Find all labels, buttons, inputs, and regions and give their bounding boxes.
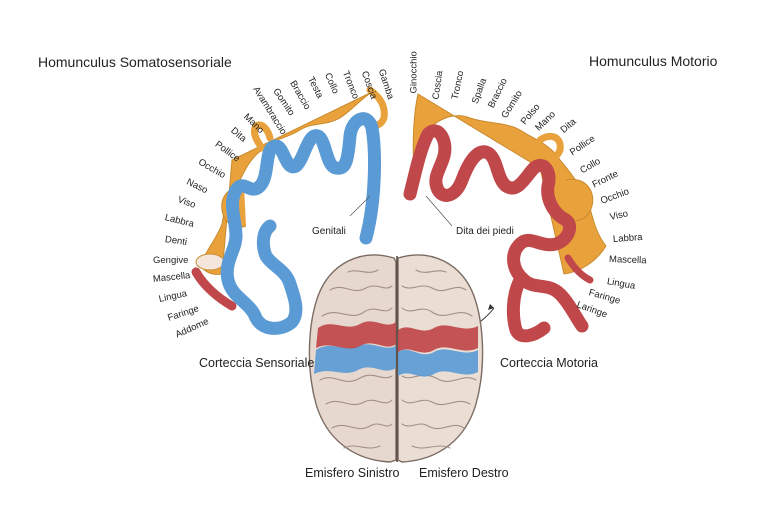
- sensory-label: Gengive: [153, 255, 189, 266]
- motor-label: Ginocchio: [408, 51, 420, 94]
- motor-homunculus-title: Homunculus Motorio: [589, 53, 718, 69]
- motor-cortex-caption: Corteccia Motoria: [500, 356, 598, 370]
- right-hemisphere-caption: Emisfero Destro: [419, 466, 509, 480]
- left-hemisphere-caption: Emisfero Sinistro: [305, 466, 400, 480]
- genitals-leader-line: [349, 195, 371, 217]
- toes-callout: Dita dei piedi: [456, 226, 514, 237]
- genitals-callout: Genitali: [312, 226, 346, 237]
- sensory-homunculus-title: Homunculus Somatosensoriale: [38, 54, 232, 70]
- brain-top-view: [308, 254, 484, 463]
- sensory-cortex-strip: [220, 112, 381, 335]
- sensory-cortex-caption: Corteccia Sensoriale: [199, 356, 315, 370]
- toes-leader-line: [425, 195, 453, 227]
- motor-label: Mascella: [608, 254, 647, 267]
- motor-label: Labbra: [612, 231, 643, 245]
- motor-cortex-strip: [403, 124, 589, 343]
